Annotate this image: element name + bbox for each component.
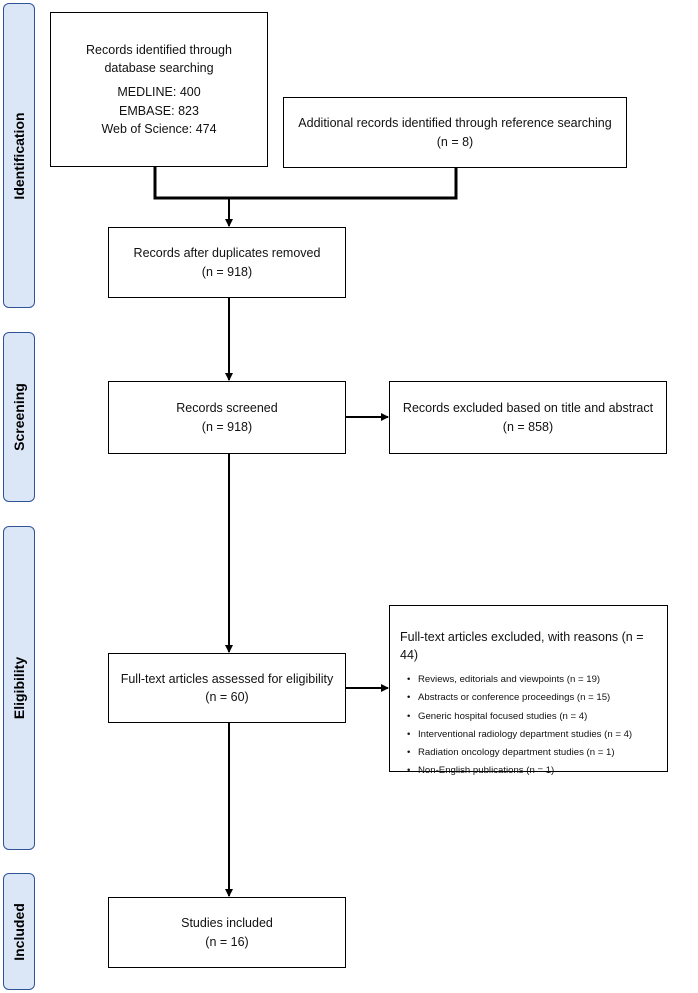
screened-records-label: Records screened (176, 401, 278, 416)
phase-identification-label: Identification (11, 111, 27, 200)
medline-count: MEDLINE: 400 (117, 85, 201, 100)
assessed-articles-box: Full-text articles assessed for eligibil… (108, 653, 346, 723)
phase-included: Included (3, 873, 35, 990)
exclusion-reason: Interventional radiology department stud… (407, 726, 632, 744)
merge-connector (153, 165, 458, 200)
studies-included-box: Studies included (n = 16) (108, 897, 346, 968)
embase-count: EMBASE: 823 (119, 103, 199, 118)
phase-eligibility-label: Eligibility (11, 656, 27, 720)
exclusion-reason: Generic hospital focused studies (n = 4) (407, 708, 632, 726)
excluded-abstract-count: (n = 858) (502, 419, 554, 434)
assessed-articles-count: (n = 60) (205, 690, 249, 704)
assessed-articles-label: Full-text articles assessed for eligibil… (120, 671, 334, 686)
exclusion-reason: Reviews, editorials and viewpoints (n = … (407, 671, 632, 689)
reference-records-label: Additional records identified through re… (298, 116, 612, 131)
phase-eligibility: Eligibility (3, 526, 35, 850)
exclusion-reasons-list: Reviews, editorials and viewpoints (n = … (400, 671, 632, 781)
exclusion-reason: Abstracts or conference proceedings (n =… (407, 689, 632, 707)
excluded-abstract-box: Records excluded based on title and abst… (389, 381, 667, 454)
studies-included-label: Studies included (181, 916, 273, 931)
screened-records-count: (n = 918) (201, 419, 253, 434)
web-of-science-count: Web of Science: 474 (101, 121, 217, 136)
reference-records-count: (n = 8) (436, 134, 474, 149)
excluded-fulltext-heading: Full-text articles excluded, with reason… (400, 630, 644, 663)
phase-screening-label: Screening (11, 383, 27, 451)
deduplicated-records-count: (n = 918) (201, 264, 253, 279)
database-records-line1: Records identified through (86, 43, 232, 58)
phase-identification: Identification (3, 3, 35, 308)
deduplicated-records-box: Records after duplicates removed (n = 91… (108, 227, 346, 298)
excluded-abstract-label: Records excluded based on title and abst… (402, 401, 654, 416)
reference-records-box: Additional records identified through re… (283, 97, 627, 168)
exclusion-reason: Radiation oncology department studies (n… (407, 744, 632, 762)
deduplicated-records-label: Records after duplicates removed (133, 246, 321, 261)
phase-screening: Screening (3, 332, 35, 502)
phase-included-label: Included (11, 902, 27, 961)
exclusion-reason: Non-English publications (n = 1) (407, 762, 632, 780)
database-records-box: Records identified through database sear… (50, 12, 268, 167)
excluded-fulltext-box: Full-text articles excluded, with reason… (389, 605, 668, 781)
database-records-line2: database searching (104, 61, 214, 76)
screened-records-box: Records screened (n = 918) (108, 381, 346, 454)
studies-included-count: (n = 16) (205, 934, 249, 949)
